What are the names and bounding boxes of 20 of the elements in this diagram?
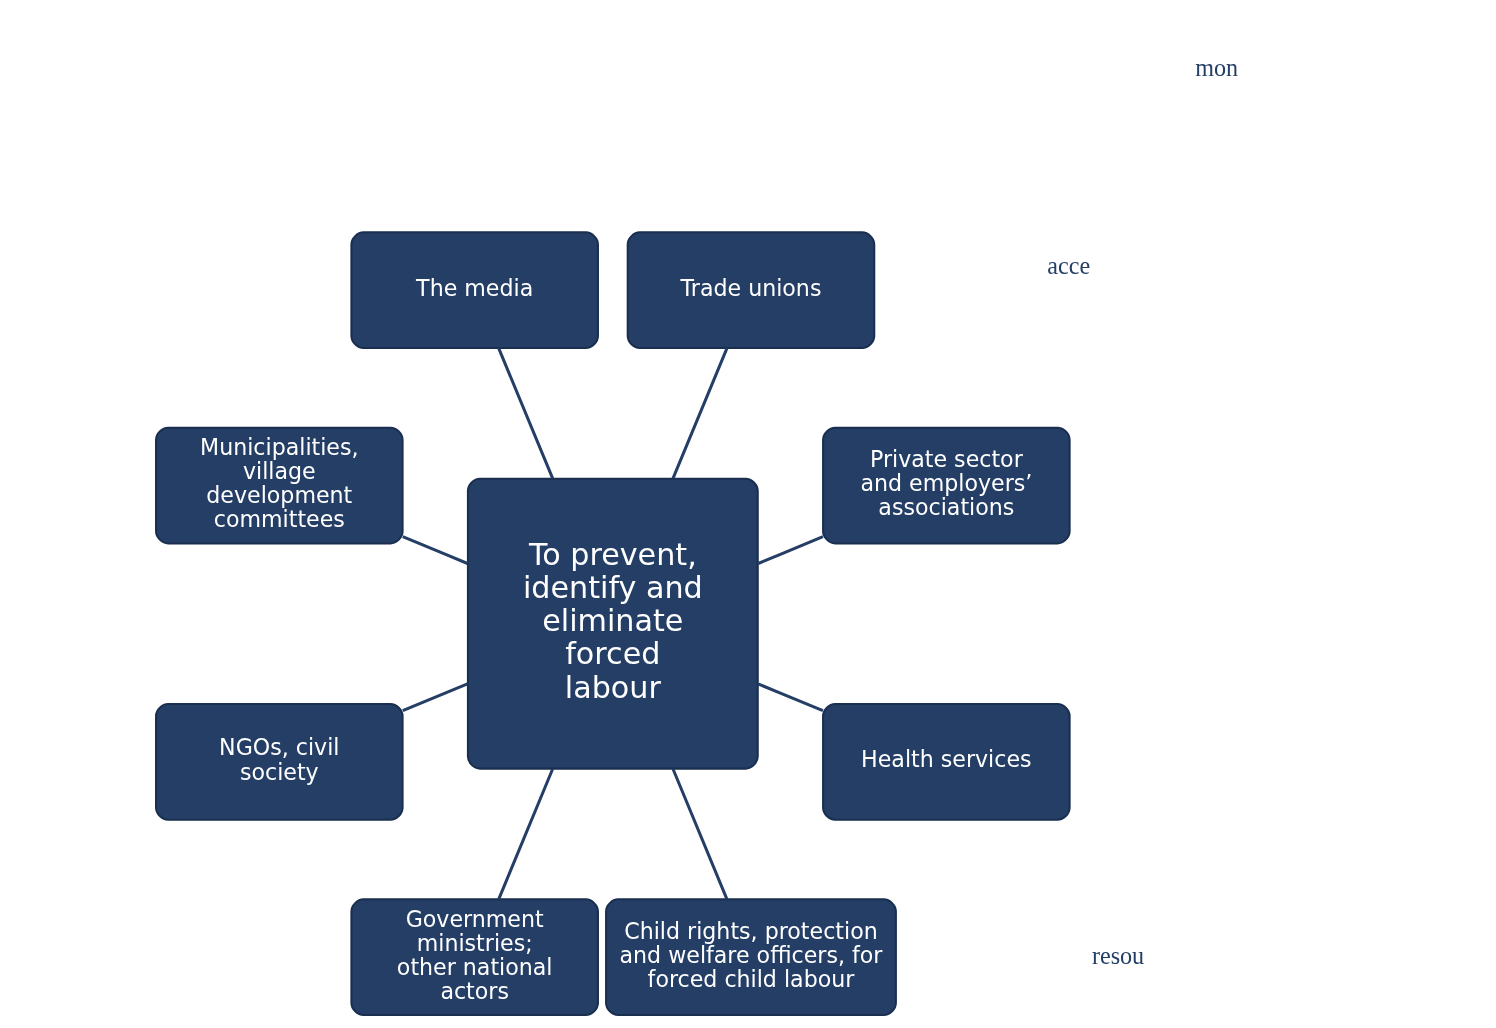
label: acce [1047,251,1091,279]
connector [757,535,824,565]
node-box: Health services [822,702,1071,821]
connector [757,682,824,713]
connector [497,768,555,900]
label: mon [1195,54,1239,82]
node-box: To prevent, identify and eliminate forced labour [466,477,759,770]
node-box: NGOs, civil society [155,702,404,821]
node-box: Government ministries; other national actors [350,898,599,1017]
connector [402,535,469,565]
connector [671,768,729,900]
node-box: Municipalities, village development committees [155,426,404,545]
node-box: Trade unions [626,231,876,350]
node-box: Child rights, protection and welfare officers, for forced child labour [605,898,897,1017]
node-box: Private sector and employers’ associations [822,426,1071,545]
connector [497,347,555,479]
connector [671,347,729,479]
label: resou [1091,942,1145,970]
node-box: The media [350,231,599,350]
connector [402,682,469,713]
